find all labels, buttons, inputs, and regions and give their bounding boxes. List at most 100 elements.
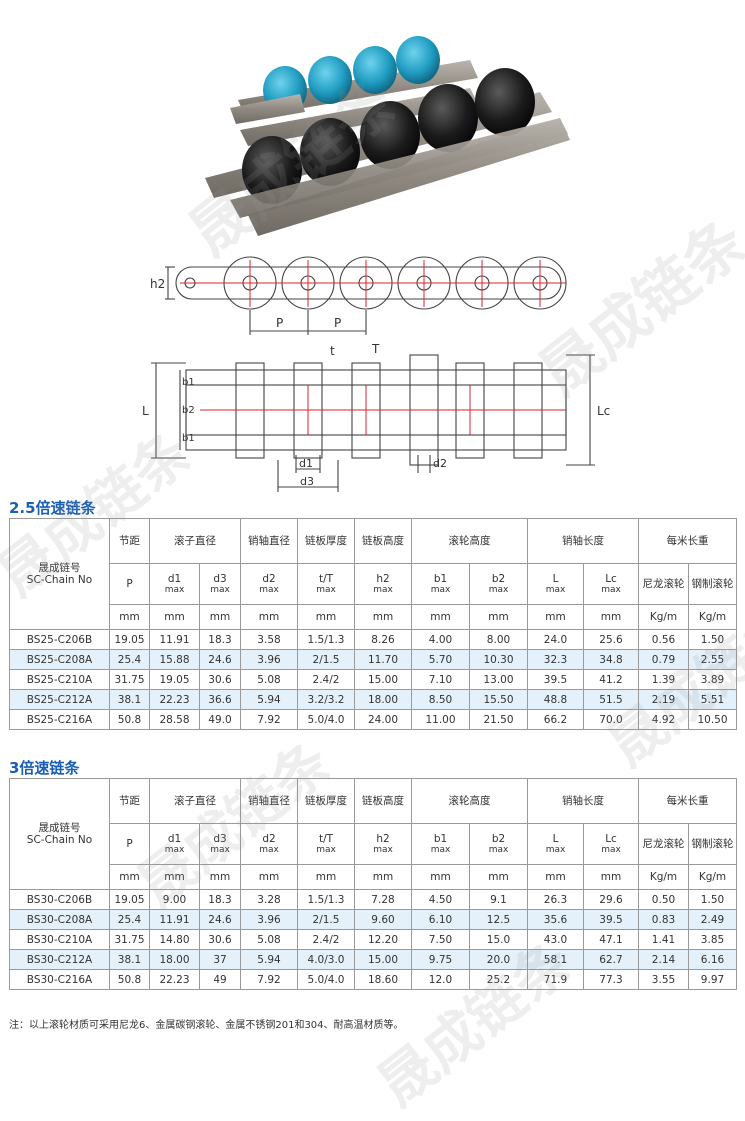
row-value: 36.6 bbox=[199, 689, 241, 710]
row-value: 5.0/4.0 bbox=[297, 969, 355, 990]
row-value: 5.94 bbox=[240, 949, 298, 970]
header-max: max bbox=[164, 585, 185, 595]
material-note: 注：以上滚轮材质可采用尼龙6、金属碳钢滚轮、金属不锈钢201和304、耐高温材质… bbox=[9, 1020, 404, 1031]
header-symbol: 尼龙滚轮 bbox=[642, 838, 685, 850]
row-value: 3.96 bbox=[240, 649, 298, 670]
row-value: 2.55 bbox=[688, 649, 737, 670]
header-unit: mm bbox=[149, 604, 200, 630]
row-value: 28.58 bbox=[149, 709, 200, 730]
row-value: 3.89 bbox=[688, 669, 737, 690]
header-max: max bbox=[210, 585, 230, 595]
row-model: BS25-C208A bbox=[9, 649, 110, 670]
row-value: 51.5 bbox=[583, 689, 639, 710]
black-roller-chain bbox=[205, 68, 570, 236]
row-value: 8.26 bbox=[354, 629, 412, 650]
row-value: 1.50 bbox=[688, 889, 737, 910]
header-symbol: d2 bbox=[262, 573, 276, 585]
row-value: 0.83 bbox=[638, 909, 689, 930]
row-value: 58.1 bbox=[527, 949, 584, 970]
row-value: 38.1 bbox=[109, 689, 150, 710]
row-value: 9.1 bbox=[469, 889, 528, 910]
header-symbol: t/T bbox=[318, 833, 334, 845]
label-pitch-1: P bbox=[276, 316, 283, 330]
header-group: 销轴长度 bbox=[527, 778, 639, 824]
row-value: 7.92 bbox=[240, 969, 298, 990]
row-model: BS30-C210A bbox=[9, 929, 110, 950]
row-value: 30.6 bbox=[199, 929, 241, 950]
row-value: 1.39 bbox=[638, 669, 689, 690]
row-value: 7.28 bbox=[354, 889, 412, 910]
header-group: 节距 bbox=[109, 778, 150, 824]
label-b2: b2 bbox=[182, 405, 195, 416]
row-value: 3.58 bbox=[240, 629, 298, 650]
row-value: 18.00 bbox=[149, 949, 200, 970]
row-value: 39.5 bbox=[527, 669, 584, 690]
row-value: 6.10 bbox=[411, 909, 470, 930]
row-value: 32.3 bbox=[527, 649, 584, 670]
row-model: BS25-C210A bbox=[9, 669, 110, 690]
row-value: 11.91 bbox=[149, 629, 200, 650]
header-symbol-cell: P bbox=[109, 823, 150, 865]
row-value: 0.79 bbox=[638, 649, 689, 670]
header-unit: Kg/m bbox=[638, 864, 689, 890]
header-chain-no-cn: 晟成链号 bbox=[38, 562, 81, 574]
row-value: 15.00 bbox=[354, 669, 412, 690]
row-value: 21.50 bbox=[469, 709, 528, 730]
header-max: max bbox=[488, 585, 509, 595]
header-unit: mm bbox=[199, 864, 241, 890]
row-value: 25.2 bbox=[469, 969, 528, 990]
header-group: 链板厚度 bbox=[297, 518, 355, 564]
header-chain-no-en: SC-Chain No bbox=[26, 574, 93, 586]
row-value: 4.50 bbox=[411, 889, 470, 910]
row-value: 4.92 bbox=[638, 709, 689, 730]
label-L: L bbox=[142, 404, 149, 418]
row-value: 9.75 bbox=[411, 949, 470, 970]
label-t: t bbox=[330, 344, 335, 358]
row-value: 29.6 bbox=[583, 889, 639, 910]
header-symbol: P bbox=[126, 578, 133, 590]
row-value: 1.5/1.3 bbox=[297, 889, 355, 910]
row-value: 10.30 bbox=[469, 649, 528, 670]
row-value: 22.23 bbox=[149, 969, 200, 990]
row-value: 7.10 bbox=[411, 669, 470, 690]
header-unit: mm bbox=[354, 864, 412, 890]
row-value: 39.5 bbox=[583, 909, 639, 930]
header-max: max bbox=[210, 845, 230, 855]
header-unit: mm bbox=[354, 604, 412, 630]
row-value: 50.8 bbox=[109, 709, 150, 730]
row-value: 3.96 bbox=[240, 909, 298, 930]
row-value: 3.85 bbox=[688, 929, 737, 950]
header-symbol: 钢制滚轮 bbox=[691, 578, 734, 590]
header-max: max bbox=[373, 845, 393, 855]
header-group: 链板高度 bbox=[354, 518, 412, 564]
row-value: 2.4/2 bbox=[297, 669, 355, 690]
label-b1-bottom: b1 bbox=[182, 433, 195, 444]
row-value: 8.50 bbox=[411, 689, 470, 710]
header-symbol: 钢制滚轮 bbox=[691, 838, 734, 850]
row-value: 15.0 bbox=[469, 929, 528, 950]
header-group: 滚子直径 bbox=[149, 518, 241, 564]
header-max: max bbox=[488, 845, 509, 855]
row-value: 1.5/1.3 bbox=[297, 629, 355, 650]
chain-product-photo bbox=[205, 36, 570, 236]
row-value: 24.0 bbox=[527, 629, 584, 650]
label-h2: h2 bbox=[150, 277, 165, 291]
header-unit: mm bbox=[527, 864, 584, 890]
header-symbol: d1 bbox=[167, 573, 182, 585]
header-group: 每米长重 bbox=[638, 778, 737, 824]
header-symbol-cell: 尼龙滚轮 bbox=[638, 563, 689, 605]
row-value: 49.0 bbox=[199, 709, 241, 730]
header-unit: mm bbox=[411, 864, 470, 890]
header-max: max bbox=[259, 845, 279, 855]
